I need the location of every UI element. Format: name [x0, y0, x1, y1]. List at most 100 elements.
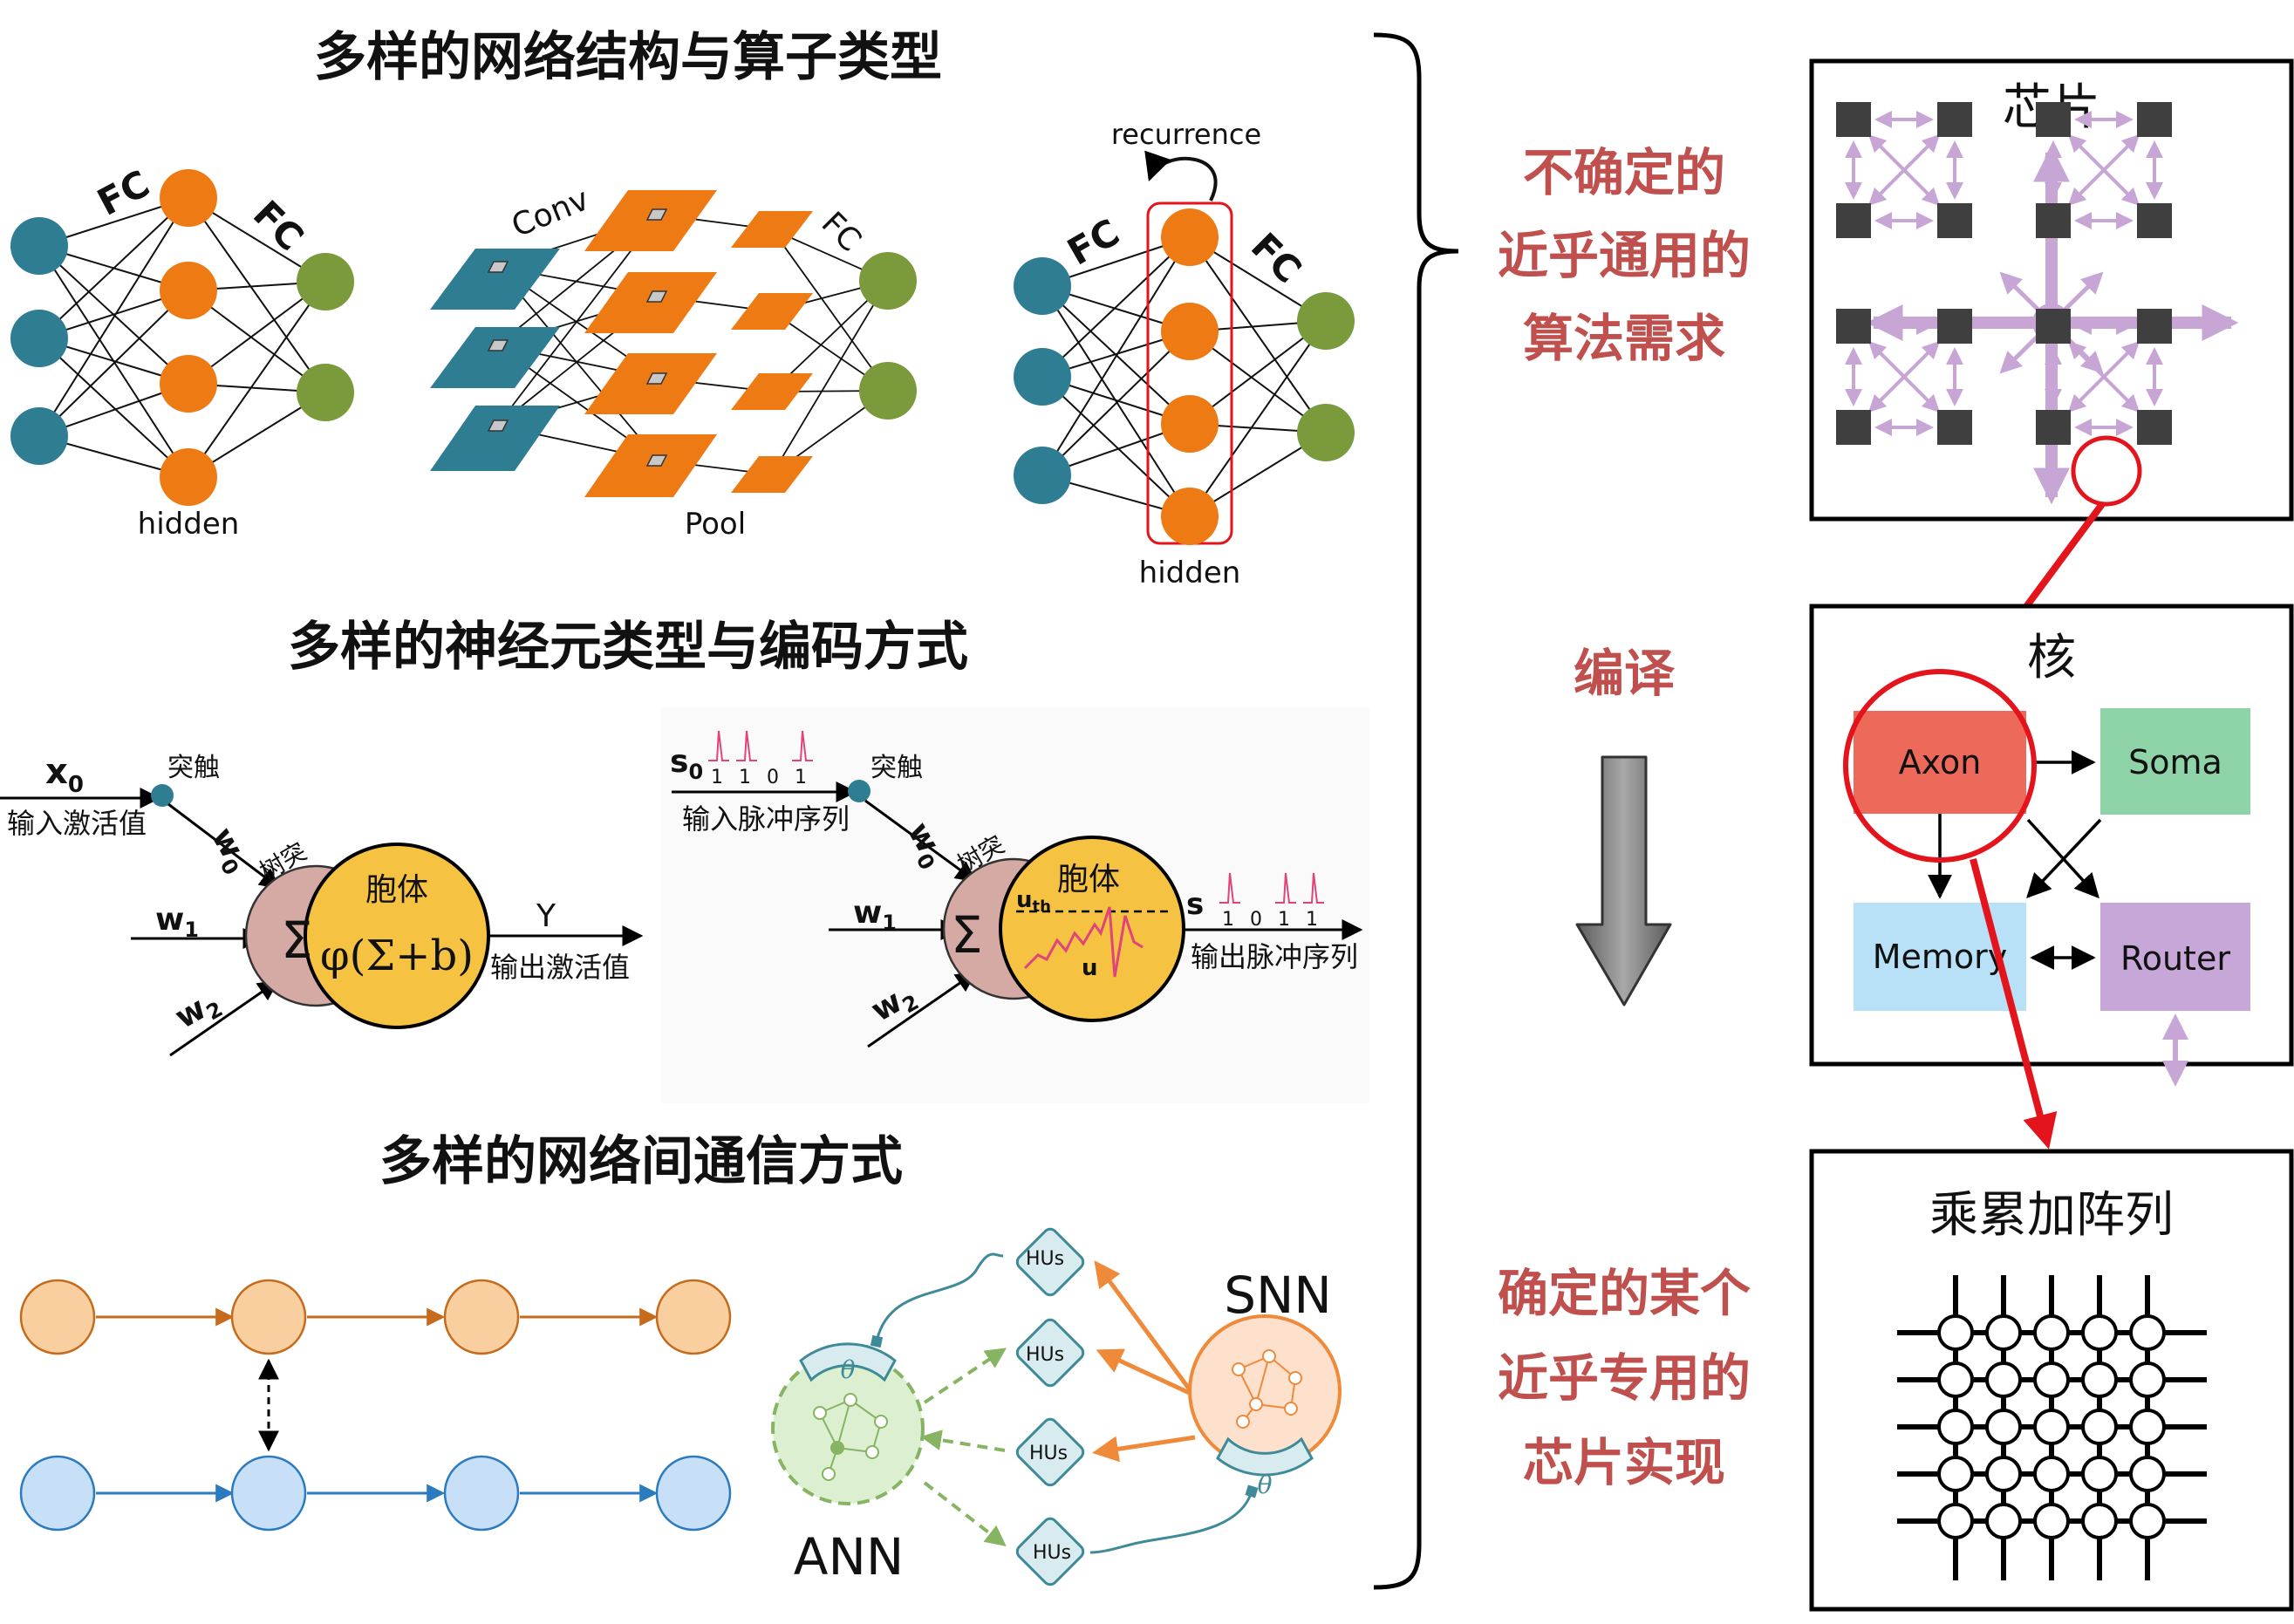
hu-unit: HUs	[1015, 1517, 1085, 1586]
cnn-kernels	[487, 208, 668, 467]
mac-title: 乘累加阵列	[1929, 1187, 2174, 1244]
cnn-output-node	[859, 362, 917, 420]
chain-node-bottom	[443, 1455, 520, 1532]
mac-cell	[2081, 1409, 2118, 1445]
chip-core-square	[1836, 309, 1871, 344]
rnn-output-node	[1297, 404, 1355, 461]
chain-node-bottom	[230, 1455, 307, 1532]
chip-core-square	[2137, 410, 2172, 445]
spike-bit: 0	[767, 767, 779, 788]
mlp-hidden-node	[160, 169, 217, 227]
mlp-fc2-label: FC	[245, 192, 312, 259]
mlp-output-node	[297, 253, 354, 310]
ann-theta-cap	[799, 1342, 897, 1382]
mac-cell	[2129, 1409, 2166, 1445]
mac-cell	[1937, 1361, 1974, 1398]
chip-core-square	[1836, 410, 1871, 445]
chip-core-square	[1937, 102, 1972, 137]
mac-cell	[1985, 1314, 2022, 1351]
mac-cell	[2129, 1456, 2166, 1492]
cnn-pool-map	[731, 456, 813, 493]
section3-title: 多样的网络间通信方式	[379, 1131, 903, 1192]
axon-highlight-circle	[1843, 669, 2037, 863]
svg-text:HUs: HUs	[1029, 1443, 1068, 1464]
svg-text:确定的某个: 确定的某个	[1498, 1264, 1751, 1323]
chip-core-square	[1937, 410, 1972, 445]
mlp-network: FC FC hidden	[10, 162, 354, 542]
ann-theta-label: θ	[841, 1355, 856, 1384]
rnn-recurrence-label: recurrence	[1111, 118, 1261, 151]
chip-core-cluster	[1836, 102, 1972, 238]
compile-arrow	[1575, 755, 1672, 1006]
mac-cell	[1937, 1314, 1974, 1351]
snn-output-spikes	[1219, 872, 1324, 904]
cnn-conv-label: Conv	[507, 181, 594, 244]
snn-theta-label: θ	[1258, 1470, 1273, 1499]
axon-label: Axon	[1899, 743, 1982, 781]
spike-bit: 0	[1250, 909, 1262, 931]
cnn-network: Conv FC Pool	[430, 181, 917, 542]
ann-w2-label: w2	[169, 983, 227, 1040]
chip-core-square	[1836, 203, 1871, 238]
mac-cell	[2033, 1409, 2070, 1445]
mlp-fc1-label: FC	[91, 162, 157, 224]
ann-cluster-graph	[813, 1393, 888, 1481]
cnn-conv-map	[584, 272, 717, 333]
memory-label: Memory	[1873, 938, 2008, 976]
core-panel: 核 Axon Soma Memory Router	[1809, 604, 2294, 1087]
spike-bit: 1	[711, 767, 723, 788]
mlp-output-node	[297, 364, 354, 421]
mac-cell	[1985, 1503, 2022, 1539]
rnn-output-node	[1297, 292, 1355, 350]
chain-node-top	[655, 1279, 732, 1355]
cnn-pool-map	[731, 293, 813, 330]
mac-cell	[1937, 1503, 1974, 1539]
snn-input-spikes	[708, 730, 813, 761]
core-title: 核	[2027, 630, 2076, 686]
svg-text:不确定的: 不确定的	[1523, 143, 1725, 202]
rnn-input-node	[1014, 447, 1071, 504]
axon-block	[1854, 711, 2026, 814]
chip-core-square	[2036, 102, 2071, 137]
soma-block	[2100, 708, 2250, 815]
mac-cell	[2081, 1456, 2118, 1492]
mac-cell	[2033, 1456, 2070, 1492]
spike-bit: 1	[1278, 909, 1290, 931]
chain-network	[19, 1279, 732, 1532]
chip-core-cluster	[1836, 309, 1972, 445]
svg-text:近乎通用的: 近乎通用的	[1498, 226, 1751, 285]
chain-node-bottom	[655, 1455, 732, 1532]
svg-text:HUs: HUs	[1026, 1344, 1064, 1366]
mlp-hidden-label: hidden	[138, 507, 240, 542]
svg-text:HUs: HUs	[1026, 1248, 1064, 1270]
cnn-pool-label: Pool	[685, 507, 746, 542]
chain-node-top	[230, 1279, 307, 1355]
spike-bit: 1	[1306, 909, 1318, 931]
cnn-pool-maps	[731, 211, 813, 493]
mlp-input-nodes	[10, 217, 68, 465]
chain-node-top	[443, 1279, 520, 1355]
ann-label: ANN	[794, 1527, 904, 1586]
chip-core-square	[2036, 309, 2071, 344]
mlp-hidden-node	[160, 448, 217, 506]
ann-output-label: 输出激活值	[490, 951, 630, 984]
rnn-fc2-label: FC	[1243, 224, 1310, 291]
svg-text:近乎专用的: 近乎专用的	[1498, 1348, 1751, 1408]
mlp-input-node	[10, 310, 68, 367]
router-label: Router	[2120, 939, 2230, 978]
mac-cell	[2081, 1503, 2118, 1539]
snn-soma-label: 胞体	[1057, 862, 1120, 897]
uncertain-text: 不确定的 近乎通用的 算法需求	[1498, 143, 1751, 368]
mac-cell	[1985, 1456, 2022, 1492]
section2-title: 多样的神经元类型与编码方式	[288, 617, 968, 678]
mac-cell	[2129, 1314, 2166, 1351]
chip-core-square	[1937, 309, 1972, 344]
svg-text:算法需求: 算法需求	[1523, 309, 1725, 368]
chip-core-square	[2036, 410, 2071, 445]
cnn-pool-map	[731, 373, 813, 410]
mlp-input-node	[10, 407, 68, 465]
chip-core-cluster	[2036, 102, 2172, 238]
soma-label: Soma	[2128, 743, 2222, 781]
chip-core-cluster	[2036, 309, 2172, 445]
